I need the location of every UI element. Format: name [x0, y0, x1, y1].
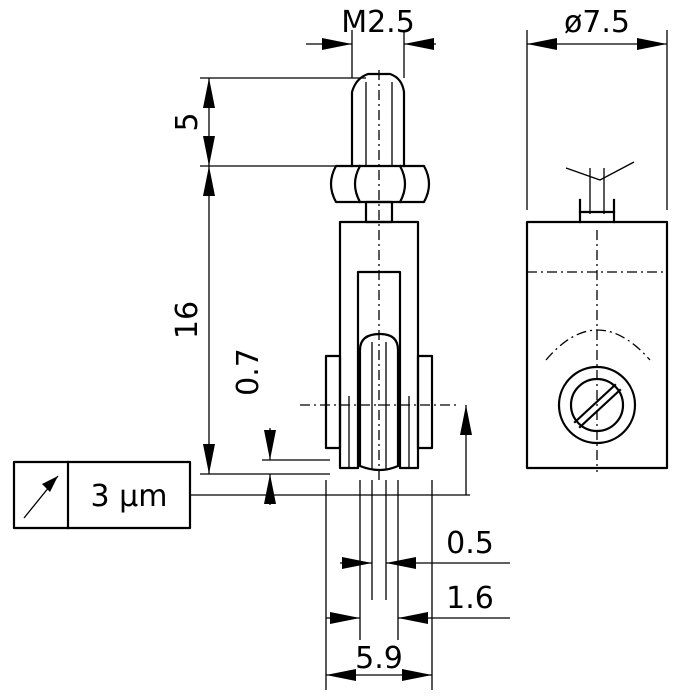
- dim-overall-width: 5.9: [355, 641, 403, 676]
- screw-head: [557, 365, 637, 445]
- side-view: [525, 161, 669, 472]
- dim-inner-width: 1.6: [446, 581, 494, 616]
- dimension-lines: [190, 30, 668, 690]
- dim-diameter: ø7.5: [564, 5, 630, 40]
- dim-ball-offset: 0.7: [231, 348, 266, 396]
- dim-thread-length: 5: [170, 112, 205, 131]
- left-flange: [324, 354, 342, 450]
- tolerance-value: 3 µm: [91, 479, 168, 514]
- threaded-stud: [350, 72, 406, 168]
- right-flange: [416, 354, 434, 450]
- dim-tip-width: 0.5: [446, 526, 494, 561]
- front-view: [300, 70, 460, 480]
- roller-disc: [358, 332, 400, 472]
- tolerance-frame: 3 µm: [12, 460, 192, 530]
- dim-body-length: 16: [170, 301, 205, 339]
- dim-thread: M2.5: [341, 5, 415, 40]
- side-body: [525, 220, 669, 470]
- runout-arrow-icon: [23, 475, 59, 519]
- hex-nut: [329, 164, 431, 204]
